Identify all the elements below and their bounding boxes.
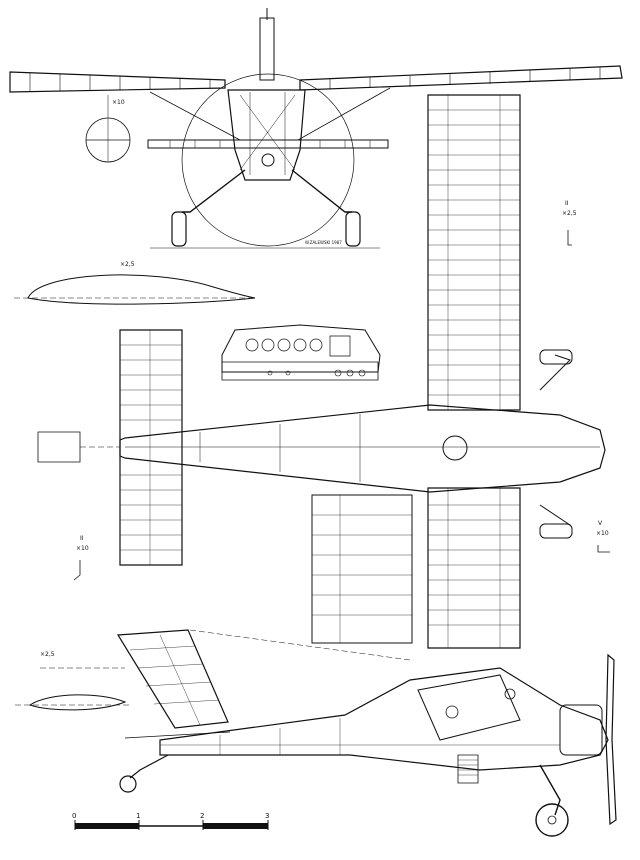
side-cockpit-window xyxy=(418,675,520,740)
detail-circle: ×10 xyxy=(86,95,130,162)
side-fuselage xyxy=(160,668,608,770)
tail-section-box xyxy=(38,432,80,462)
side-porthole xyxy=(446,706,458,718)
side-airfoil-scale-label: ×2,5 xyxy=(40,651,55,658)
tail-section-scale-label: ×10 xyxy=(76,545,89,552)
propeller-disc-circle xyxy=(182,74,354,246)
aileron-detail-scale-label: ×10 xyxy=(596,530,609,537)
front-spinner xyxy=(262,154,274,166)
scale-label-2: 2 xyxy=(200,812,204,820)
wing-airfoil-section: ×2,5 xyxy=(14,261,255,304)
side-tail-wheel xyxy=(120,776,136,792)
side-airfoil-section xyxy=(30,695,125,710)
side-main-wheel xyxy=(536,804,568,836)
side-engine-cowling xyxy=(560,705,602,755)
top-stabilizer xyxy=(120,330,182,565)
instrument-panel xyxy=(222,325,380,380)
top-wing-upper xyxy=(428,95,520,410)
side-propeller xyxy=(606,655,616,824)
front-wheel-right xyxy=(346,212,360,246)
front-fuselage xyxy=(228,90,305,180)
scale-label-0: 0 xyxy=(72,812,76,820)
top-wheel-upper xyxy=(540,350,572,364)
top-wing-lower xyxy=(428,488,520,648)
side-view: ×2,5 xyxy=(15,630,616,836)
scale-bar: 0 1 2 3 xyxy=(72,812,269,830)
front-wing-right xyxy=(300,66,622,90)
wing-section-mark: II xyxy=(565,200,569,207)
aileron-section-mark: V xyxy=(598,520,603,527)
front-wing-left xyxy=(10,72,225,92)
top-fuselage xyxy=(120,405,605,492)
front-wing-ribs xyxy=(30,67,600,91)
flap-detail xyxy=(312,495,412,643)
tail-section-mark: II xyxy=(80,535,84,542)
scale-label-1: 1 xyxy=(136,812,140,820)
wing-detail-scale-label: ×2,5 xyxy=(562,210,577,217)
top-wing-ribs xyxy=(428,95,520,648)
front-view: W.ZALEWSKI 1987 xyxy=(10,8,622,248)
top-hatch-circle xyxy=(443,436,467,460)
front-gear-right xyxy=(292,170,352,212)
author-signature: W.ZALEWSKI 1987 xyxy=(305,240,342,245)
airfoil-scale-label: ×2,5 xyxy=(120,261,135,268)
front-gear-left xyxy=(182,170,245,212)
front-wheel-left xyxy=(172,212,186,246)
detail-front-scale-label: ×10 xyxy=(112,99,125,106)
front-stabilizer xyxy=(148,140,388,148)
front-fin xyxy=(260,18,274,80)
scale-label-3: 3 xyxy=(265,812,269,820)
top-view: II ×2,5 V ×10 II ×10 xyxy=(38,95,610,648)
side-fin xyxy=(118,630,228,728)
top-wheel-lower xyxy=(540,524,572,538)
